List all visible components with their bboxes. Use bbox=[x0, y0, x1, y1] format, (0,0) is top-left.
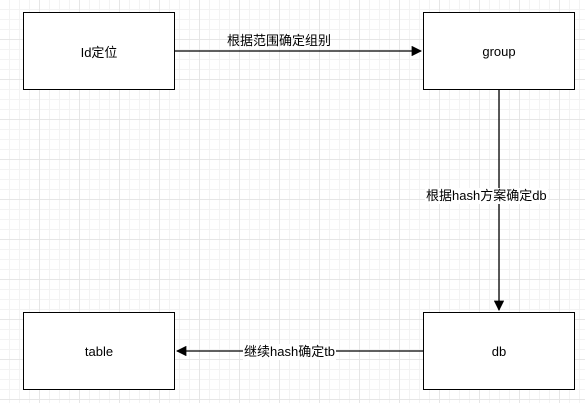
node-id-locate-label: Id定位 bbox=[80, 44, 118, 60]
edge-label-id-to-group: 根据范围确定组别 bbox=[227, 33, 332, 48]
node-table-label: table bbox=[84, 343, 114, 359]
edge-label-db-to-table: 继续hash确定tb bbox=[243, 344, 337, 360]
node-id-locate[interactable]: Id定位 bbox=[23, 12, 175, 90]
edge-label-group-to-db: 根据hash方案确定db bbox=[425, 188, 548, 204]
node-db[interactable]: db bbox=[423, 312, 575, 390]
node-group[interactable]: group bbox=[423, 12, 575, 90]
node-table[interactable]: table bbox=[23, 312, 175, 390]
node-db-label: db bbox=[491, 343, 507, 359]
node-group-label: group bbox=[482, 43, 516, 59]
